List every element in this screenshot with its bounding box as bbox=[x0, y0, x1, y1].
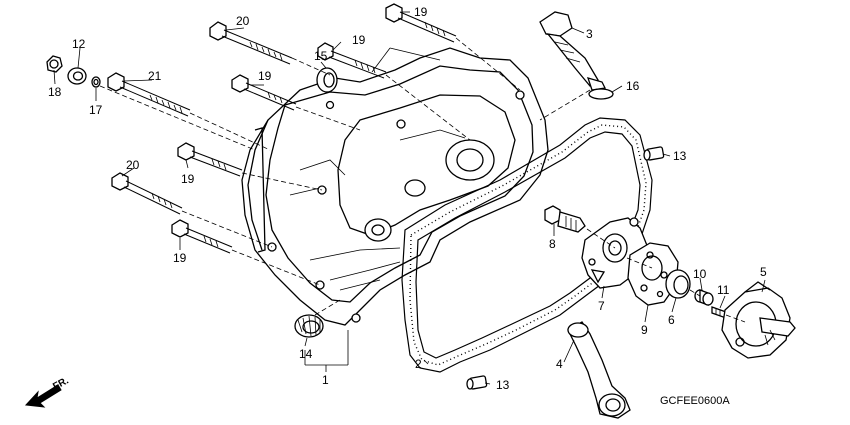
callout-19-upper-left: 19 bbox=[258, 69, 272, 83]
callout-12: 12 bbox=[72, 37, 86, 51]
callout-14: 14 bbox=[299, 347, 313, 361]
callout-10: 10 bbox=[693, 267, 707, 281]
callout-13-upper: 13 bbox=[673, 149, 687, 163]
callout-13-lower: 13 bbox=[496, 378, 510, 392]
flange-bolt-19-center bbox=[317, 42, 387, 79]
callout-1: 1 bbox=[322, 373, 329, 387]
sealing-washer bbox=[91, 76, 101, 88]
cap-nut bbox=[46, 55, 63, 73]
flange-bolt-21 bbox=[107, 72, 191, 117]
callout-7: 7 bbox=[598, 299, 605, 313]
callout-19-center: 19 bbox=[352, 33, 366, 47]
callout-2: 2 bbox=[415, 357, 422, 371]
dowel-pin-upper bbox=[643, 146, 665, 161]
kickstarter-bushing bbox=[694, 289, 714, 306]
oil-seal bbox=[316, 67, 338, 93]
kickstarter-spindle bbox=[721, 281, 796, 359]
callout-6: 6 bbox=[668, 313, 675, 327]
washer bbox=[67, 67, 87, 85]
front-direction-arrow: FR. bbox=[24, 375, 71, 408]
kickstarter-arm bbox=[567, 321, 631, 419]
kickstarter-collar bbox=[665, 269, 691, 299]
needle-bearing bbox=[294, 314, 324, 338]
callout-8: 8 bbox=[549, 237, 556, 251]
callout-21: 21 bbox=[148, 69, 162, 83]
callout-19-middle-left: 19 bbox=[181, 172, 195, 186]
o-ring bbox=[588, 88, 614, 100]
callout-4: 4 bbox=[556, 357, 563, 371]
leader-lines bbox=[53, 11, 766, 385]
flange-bolt-19-top bbox=[385, 3, 457, 43]
flange-bolt-19-upper-left bbox=[231, 74, 297, 111]
diagram-code: GCFEE0600A bbox=[660, 395, 730, 407]
callout-11: 11 bbox=[717, 283, 730, 297]
front-label: FR. bbox=[51, 375, 71, 392]
callout-9: 9 bbox=[641, 323, 648, 337]
dowel-pin-lower bbox=[466, 375, 488, 390]
callout-labels: 20 19 12 18 17 21 15 19 19 3 16 13 20 19… bbox=[48, 5, 767, 392]
flange-bolt-19-lower-left bbox=[171, 219, 233, 254]
oil-filler-cap bbox=[539, 11, 606, 91]
assembly-lines bbox=[99, 37, 746, 323]
callout-19-lower-left: 19 bbox=[173, 251, 187, 265]
callout-5: 5 bbox=[760, 265, 767, 279]
flange-bolt-19-middle-left bbox=[177, 142, 243, 177]
callout-3: 3 bbox=[586, 27, 593, 41]
callout-16: 16 bbox=[626, 79, 640, 93]
callout-18: 18 bbox=[48, 85, 62, 99]
callout-17: 17 bbox=[89, 103, 103, 117]
kick-bolt bbox=[544, 205, 586, 233]
callout-20-left: 20 bbox=[126, 158, 140, 172]
callout-19-top: 19 bbox=[414, 5, 428, 19]
callout-20-top: 20 bbox=[236, 14, 250, 28]
callout-15: 15 bbox=[314, 49, 328, 63]
flange-bolt-20-left bbox=[111, 172, 183, 215]
crankcase-cover bbox=[241, 47, 549, 326]
flange-bolt-20-top bbox=[209, 21, 293, 65]
